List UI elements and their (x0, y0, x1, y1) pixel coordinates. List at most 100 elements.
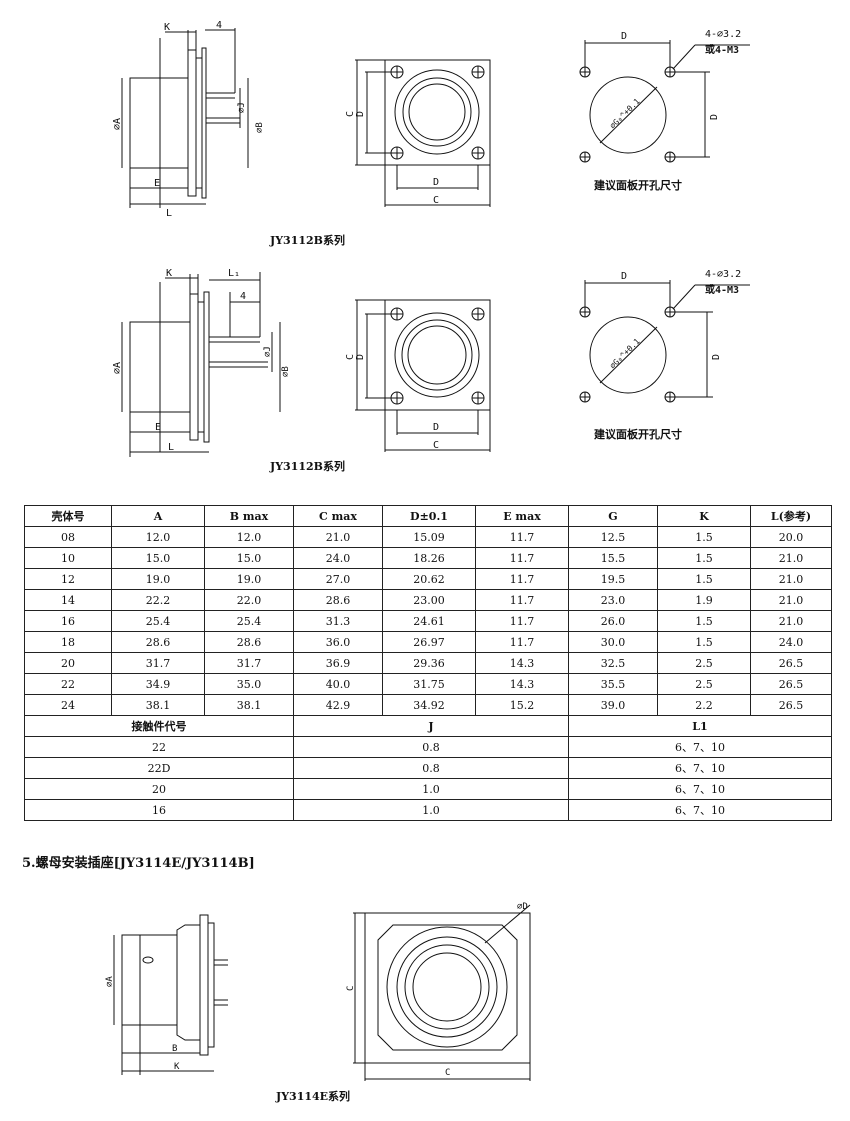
table-cell: 29.36 (382, 652, 476, 674)
table-cell: 24 (24, 694, 112, 716)
table-cell: 34.9 (111, 673, 205, 695)
col-c: C max (293, 505, 383, 527)
table-cell: 2.2 (657, 694, 751, 716)
table-cell: 11.7 (475, 589, 569, 611)
cutout2-g-label: ⌀G₀^+0.1 (608, 337, 642, 371)
table-cell: 31.7 (204, 652, 294, 674)
dim3-b-label: B (172, 1044, 177, 1054)
col-a: A (111, 505, 205, 527)
table-cell: 14.3 (475, 673, 569, 695)
table-cell: 26.0 (568, 610, 658, 632)
table-cell: 22 (24, 673, 112, 695)
table-cell: 24.61 (382, 610, 476, 632)
table-cell: 18.26 (382, 547, 476, 569)
dim-l-label: L (166, 208, 172, 218)
table-cell: 39.0 (568, 694, 658, 716)
front3-d-label: ⌀D (517, 902, 528, 912)
table-cell: 25.4 (111, 610, 205, 632)
panel-cutout-2: D 4-⌀3.2 或4-M3 ⌀G₀^+0.1 D (579, 269, 750, 403)
table-cell: 20.0 (750, 526, 832, 548)
dim2-l-label: L (168, 442, 174, 453)
table-cell: 28.6 (293, 589, 383, 611)
table-cell: 28.6 (204, 631, 294, 653)
sub-header-cell: L1 (568, 715, 832, 737)
front-view-3: ⌀D C C (346, 902, 531, 1081)
front-c-bottom-label: C (433, 195, 439, 206)
table-cell: 26.97 (382, 631, 476, 653)
table-cell: 25.4 (204, 610, 294, 632)
table-cell: 11.7 (475, 610, 569, 632)
table-cell: 26.5 (750, 673, 832, 695)
dim2-a-label: ⌀A (112, 362, 123, 374)
front2-c-label: C (345, 354, 356, 360)
cutout-g-label: ⌀G₀^+0.1 (608, 97, 642, 131)
front-view-1: C D D C (345, 59, 491, 207)
side-view-2: K L₁ 4 ⌀A ⌀J ⌀B E L (112, 268, 291, 457)
table-cell: 6、7、10 (568, 799, 832, 821)
table-cell: 21.0 (750, 547, 832, 569)
front2-d-bottom-label: D (433, 422, 439, 433)
dim2-k-label: K (166, 268, 172, 279)
dim-4-label: 4 (216, 20, 222, 31)
table-cell: 40.0 (293, 673, 383, 695)
table-cell: 23.0 (568, 589, 658, 611)
table-cell: 11.7 (475, 526, 569, 548)
col-g: G (568, 505, 658, 527)
table-cell: 16 (24, 799, 294, 821)
table-cell: 2.5 (657, 673, 751, 695)
panel-cutout-1: D 4-⌀3.2 或4-M3 ⌀G₀^+0.1 D (579, 29, 750, 163)
dimension-table: 壳体号 A B max C max D±0.1 E max G K L(参考) … (24, 505, 832, 821)
table-cell: 21.0 (750, 589, 832, 611)
table-cell: 12 (24, 568, 112, 590)
table-cell: 23.00 (382, 589, 476, 611)
dim2-b-label: ⌀B (281, 366, 291, 377)
table-cell: 18 (24, 631, 112, 653)
table-cell: 22.2 (111, 589, 205, 611)
col-shell: 壳体号 (24, 505, 112, 527)
table-cell: 35.5 (568, 673, 658, 695)
table-cell: 34.92 (382, 694, 476, 716)
table-cell: 36.0 (293, 631, 383, 653)
table-cell: 11.7 (475, 547, 569, 569)
table-cell: 1.5 (657, 526, 751, 548)
table-cell: 10 (24, 547, 112, 569)
series-caption-3: JY3114E系列 (276, 1090, 351, 1103)
table-cell: 16 (24, 610, 112, 632)
table-cell: 38.1 (111, 694, 205, 716)
dim-j-label: ⌀J (237, 102, 247, 113)
table-cell: 15.0 (204, 547, 294, 569)
dim2-4-label: 4 (240, 291, 246, 302)
front-d-bottom-label: D (433, 177, 439, 188)
cutout-d-label: D (621, 31, 627, 42)
dim-e-label: E (154, 178, 160, 189)
table-cell: 20.62 (382, 568, 476, 590)
table-cell: 26.5 (750, 652, 832, 674)
sub-header-cell: J (293, 715, 569, 737)
table-cell: 19.0 (204, 568, 294, 590)
table-cell: 1.0 (293, 799, 569, 821)
section-title: 5.螺母安装插座[JY3114E/JY3114B] (22, 856, 255, 871)
cutout2-d-label: D (621, 271, 627, 282)
front-d-label: D (355, 111, 366, 117)
dim2-e-label: E (155, 422, 161, 433)
table-cell: 11.7 (475, 568, 569, 590)
table-cell: 20 (24, 778, 294, 800)
table-cell: 6、7、10 (568, 736, 832, 758)
table-cell: 24.0 (293, 547, 383, 569)
table-cell: 30.0 (568, 631, 658, 653)
table-cell: 14 (24, 589, 112, 611)
table-cell: 2.5 (657, 652, 751, 674)
col-d: D±0.1 (382, 505, 476, 527)
cutout2-d-right-label: D (711, 354, 722, 360)
table-cell: 31.7 (111, 652, 205, 674)
